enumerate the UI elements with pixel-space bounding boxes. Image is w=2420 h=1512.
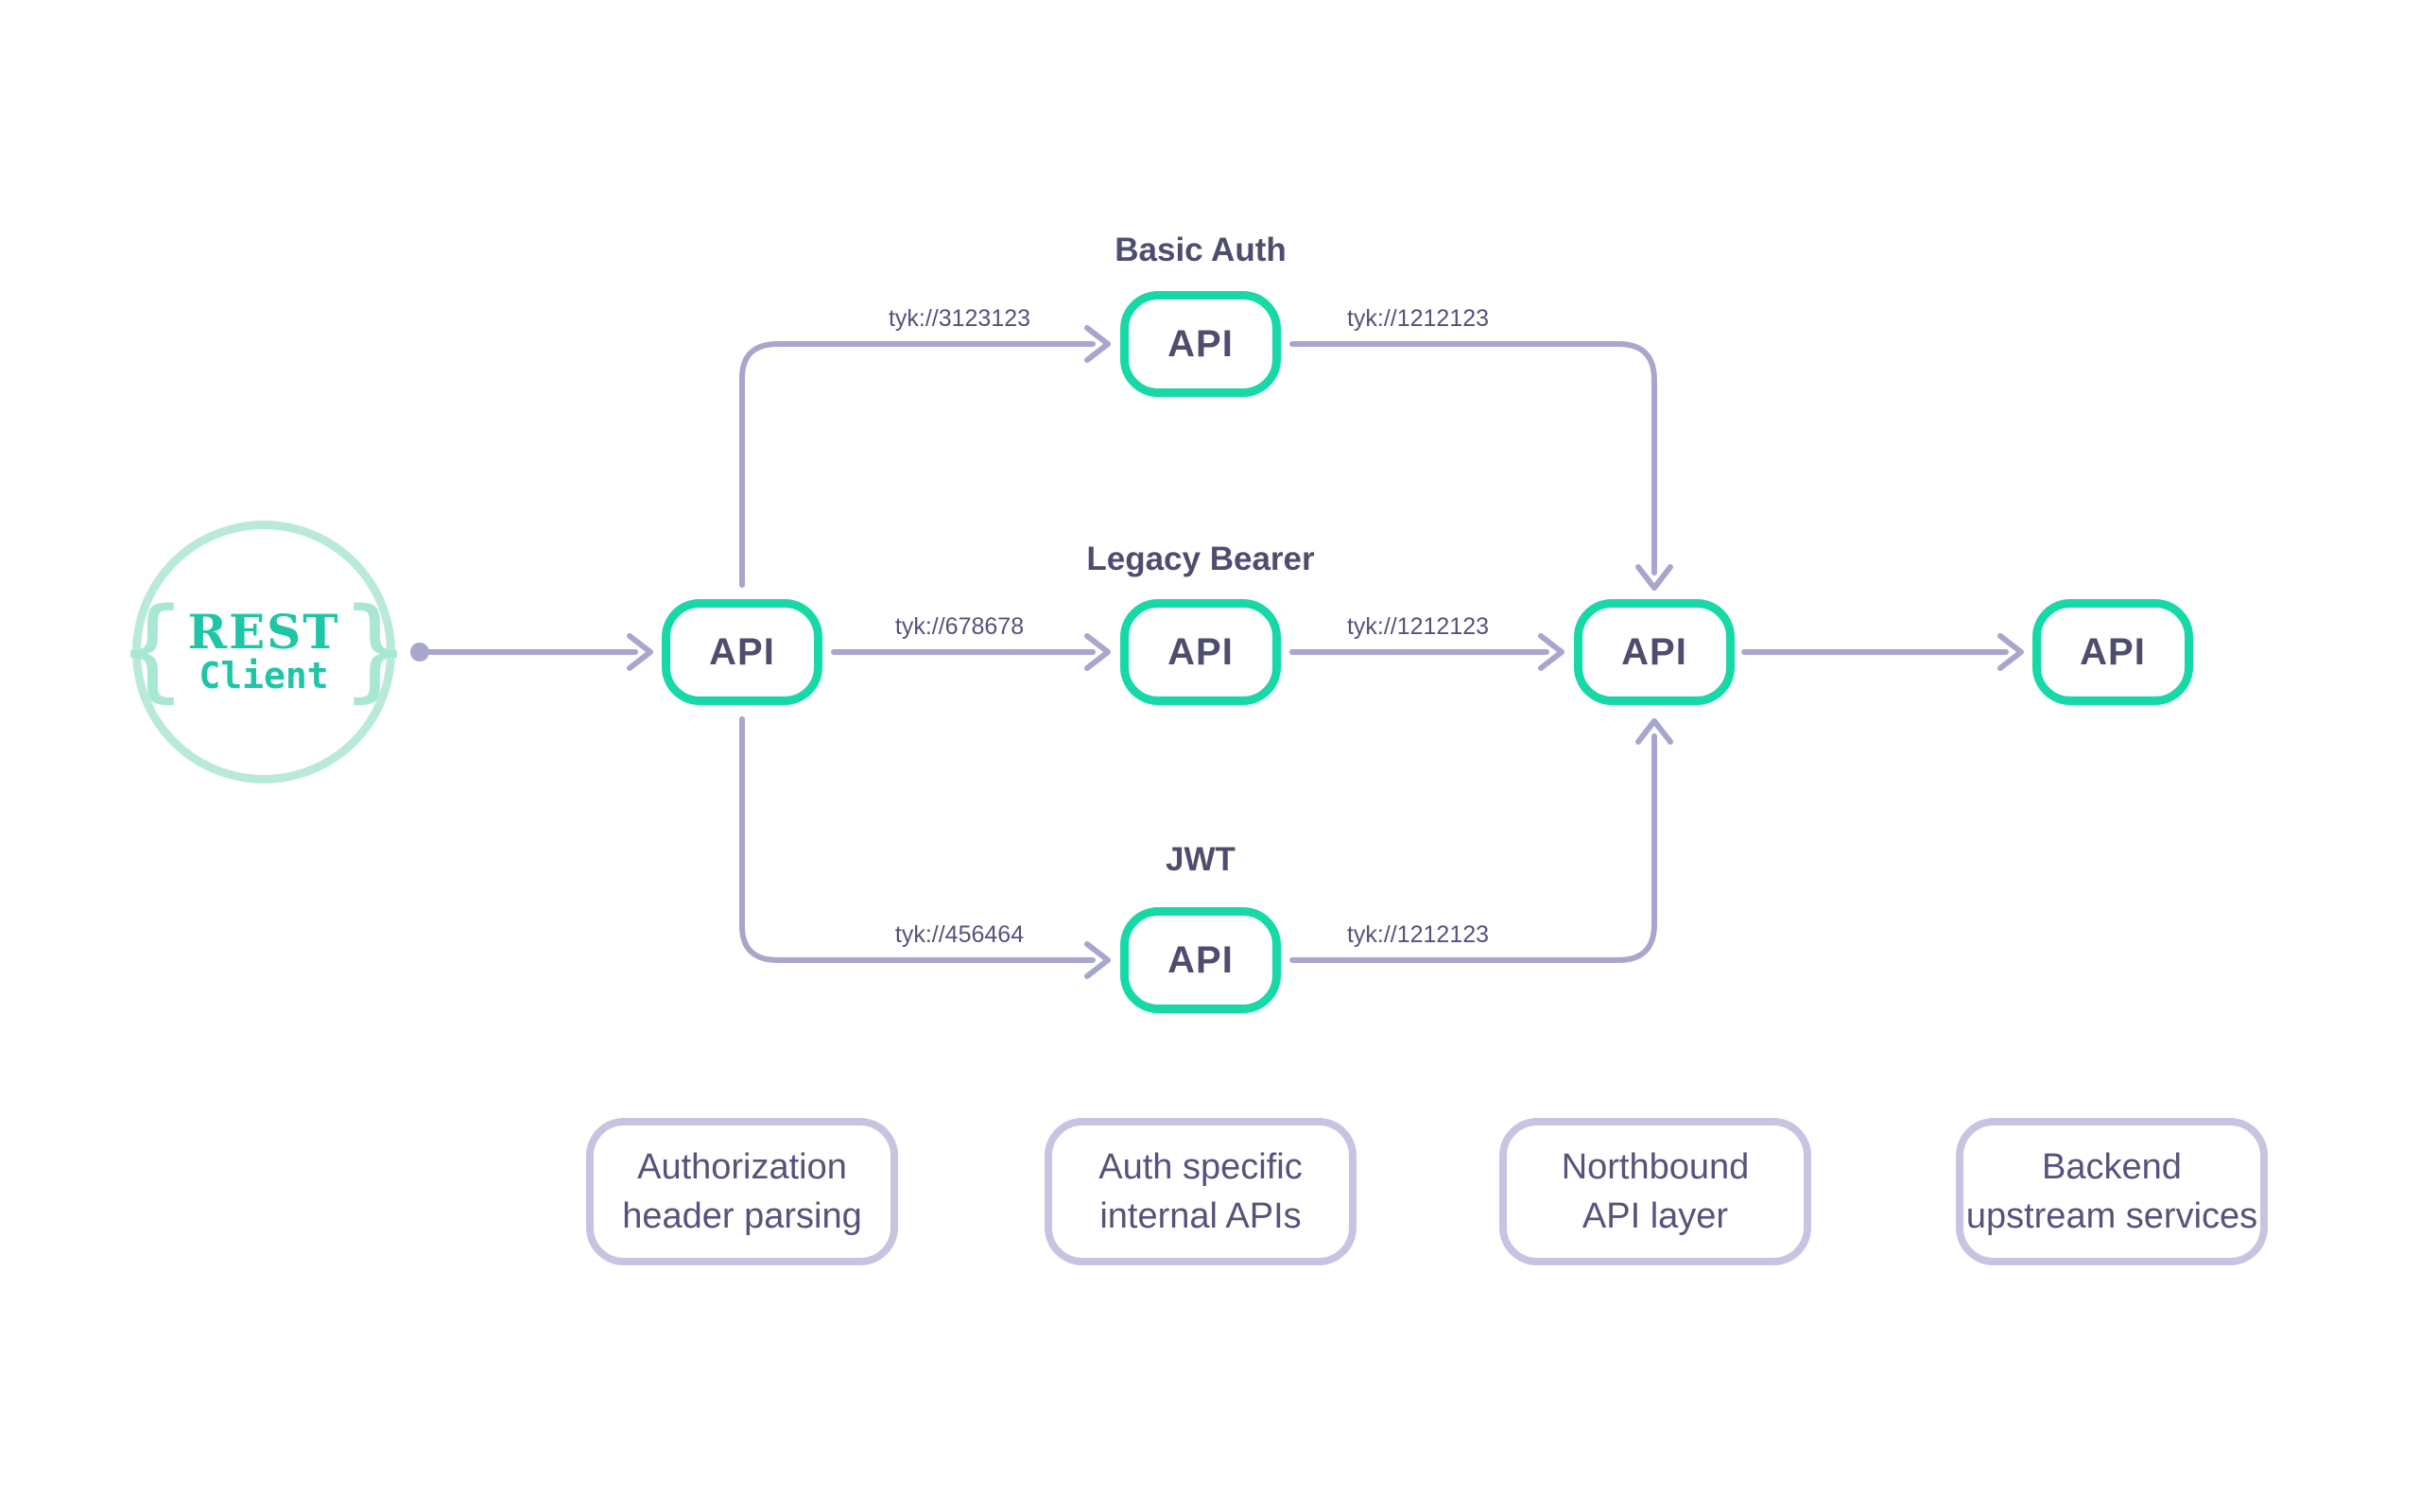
footnote-line: upstream services [1965,1196,2258,1236]
footnote-line: API layer [1582,1196,1729,1236]
rest-client-subtitle: Client [199,655,329,697]
rest-client-brace-right: } [341,583,409,713]
edge-gateway-to-jwt-arrowhead-icon [1084,941,1111,979]
rest-client-node: { REST Client } [118,521,409,783]
edge-gateway-to-jwt-line [739,716,1096,963]
edge-jwt-to-northbound-line [1289,733,1657,963]
footnote-line: internal APIs [1099,1196,1302,1236]
edge-label-basic-auth-out: tyk://1212123 [1346,305,1490,332]
edge-gateway-to-basic-auth-arrowhead-icon [1084,325,1111,363]
edge-client-to-gateway-arrowhead-icon [627,633,653,671]
backend-api-node: API [2032,599,2193,705]
edge-label-basic-auth-in: tyk://3123123 [888,305,1031,332]
edge-northbound-to-backend-arrowhead-icon [1997,633,2024,671]
edge-legacy-bearer-to-northbound-arrowhead-icon [1538,633,1564,671]
footnote-northbound-api-layer: Northbound API layer [1499,1118,1811,1265]
footnote-auth-specific-internal-apis: Auth specific internal APIs [1045,1118,1357,1265]
edge-gateway-to-basic-auth-line [739,341,1096,588]
edge-basic-auth-to-northbound-arrowhead-icon [1635,564,1673,591]
basic-auth-api-node: API [1120,291,1281,397]
gateway-api-node: API [662,599,822,705]
legacy-bearer-heading: Legacy Bearer [1086,541,1315,577]
edge-label-jwt-in: tyk://456464 [894,921,1025,948]
client-connector-dot [410,643,429,662]
jwt-heading: JWT [1166,841,1236,878]
jwt-api-node: API [1120,907,1281,1013]
northbound-api-node: API [1574,599,1735,705]
footnote-line: Auth specific [1098,1147,1303,1187]
footnote-line: header parsing [622,1196,862,1236]
edge-gateway-to-legacy-bearer-arrowhead-icon [1084,633,1111,671]
footnote-line: Authorization [637,1147,847,1187]
footnote-backend-upstream-services: Backend upstream services [1956,1118,2268,1265]
edge-label-legacy-bearer-in: tyk://678678 [894,613,1025,640]
footnote-line: Backend [2042,1147,2182,1187]
footnote-authorization-header-parsing: Authorization header parsing [586,1118,898,1265]
rest-client-title: REST [187,603,340,660]
basic-auth-heading: Basic Auth [1115,232,1287,268]
edge-label-jwt-out: tyk://1212123 [1346,921,1490,948]
rest-client-text: REST Client [187,603,340,697]
edge-label-legacy-bearer-out: tyk://1212123 [1346,613,1490,640]
rest-client-brace-left: { [118,583,186,713]
footnote-line: Northbound [1561,1147,1750,1187]
legacy-bearer-api-node: API [1120,599,1281,705]
edge-jwt-to-northbound-arrowhead-icon [1635,718,1673,745]
edge-basic-auth-to-northbound-line [1289,341,1657,576]
